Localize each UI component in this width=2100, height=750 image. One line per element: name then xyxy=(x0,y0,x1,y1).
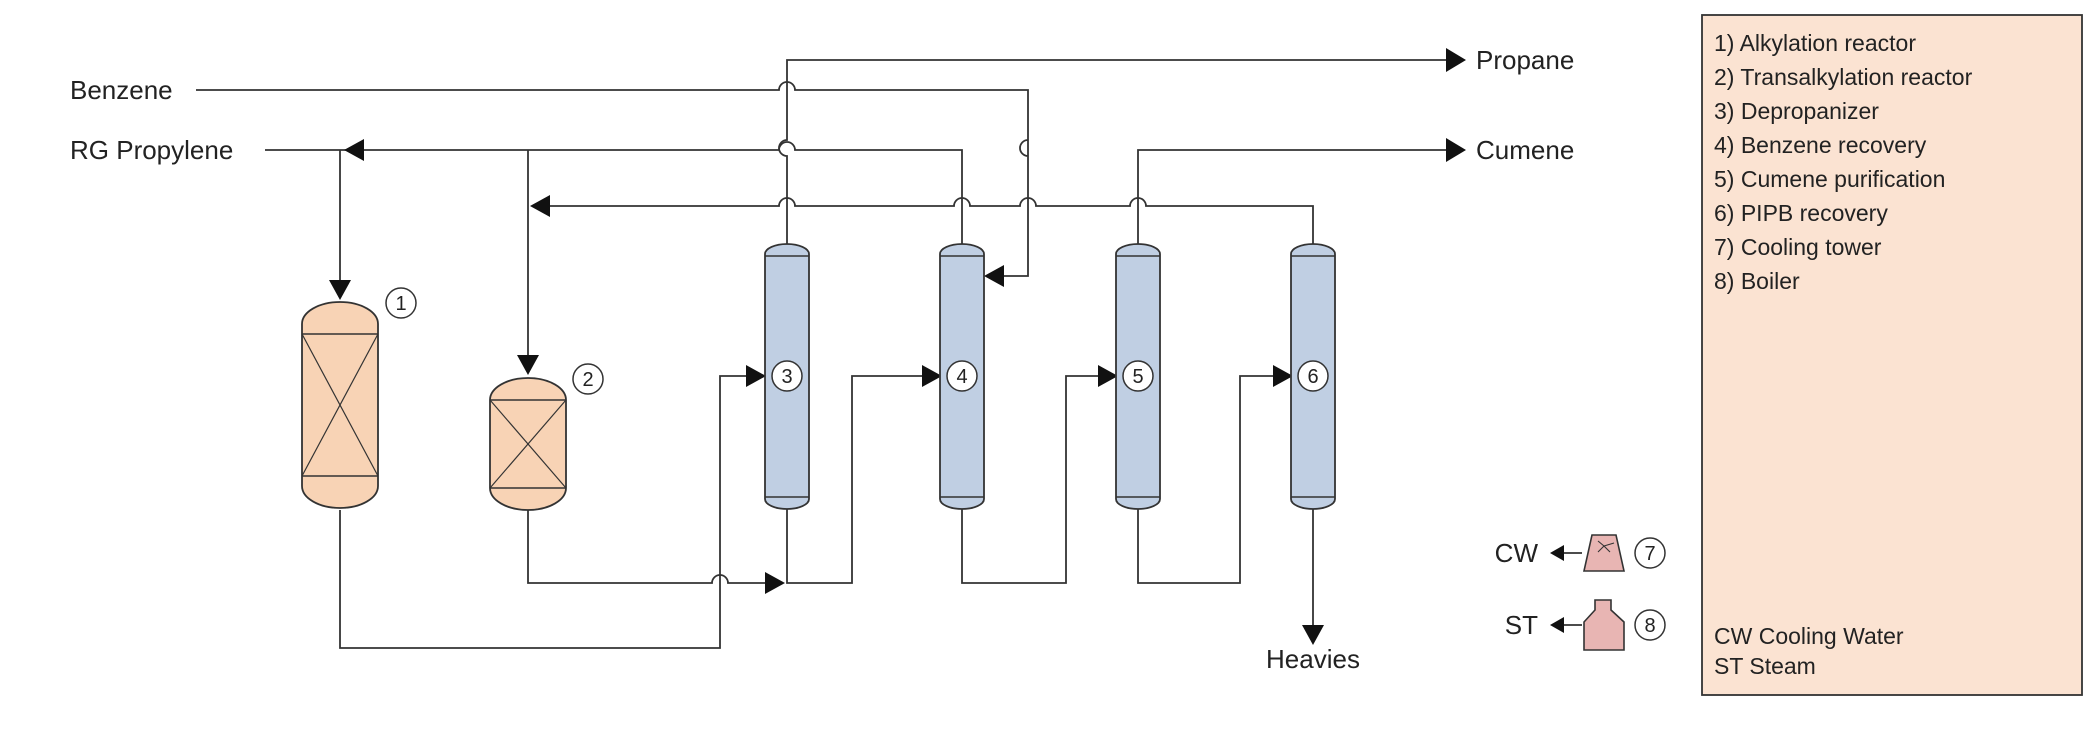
arrow-benzene-to-column-4 xyxy=(984,265,1004,287)
legend-item: 8) Boiler xyxy=(1714,268,1800,294)
arrow-heavies xyxy=(1302,625,1324,645)
reactor-1-cross-b xyxy=(302,333,378,477)
unit-number-3: 3 xyxy=(781,366,792,388)
unit-badge-2 xyxy=(572,363,604,395)
pipe-column-4-to-column-5 xyxy=(961,375,1100,584)
unit-badge-7 xyxy=(1634,537,1666,569)
legend-item: 2) Transalkylation reactor xyxy=(1714,64,1973,90)
arrow-to-reactor-1 xyxy=(329,280,351,300)
cooling-tower-icon xyxy=(1583,534,1625,572)
legend-item: 1) Alkylation reactor xyxy=(1714,30,1916,56)
unit-badge-6 xyxy=(1297,360,1329,392)
arrow-rg-propylene-header xyxy=(344,139,364,161)
arrow-recycle xyxy=(530,195,550,217)
pipe-reactor-2-to-column-3 xyxy=(527,510,765,584)
pipe-cumene xyxy=(1137,149,1448,248)
arrow-st xyxy=(1550,617,1564,633)
pipe-recycle xyxy=(548,197,1314,248)
label-cumene: Cumene xyxy=(1476,135,1574,165)
reactor-2-transalkylation: 2 xyxy=(489,363,604,511)
boiler-icon xyxy=(1583,599,1625,651)
cooling-tower-unit-7: 7 xyxy=(1583,534,1666,572)
unit-number-5: 5 xyxy=(1132,366,1143,388)
column-3-depropanizer: 3 xyxy=(764,243,810,510)
legend-item: 7) Cooling tower xyxy=(1714,234,1882,260)
pipe-rg-propylene-feed xyxy=(265,141,963,248)
pipe-network xyxy=(196,59,1582,649)
arrow-cumene xyxy=(1446,138,1466,162)
pipe-reactor-1-to-column-3 xyxy=(339,375,748,649)
unit-badge-3 xyxy=(771,360,803,392)
reactor-1-alkylation: 1 xyxy=(301,287,417,509)
label-cw: CW xyxy=(1495,538,1539,568)
stream-labels: Benzene RG Propylene Propane Cumene Heav… xyxy=(70,45,1574,674)
arrow-reactor-2-to-column-3 xyxy=(765,572,785,594)
legend-item: 5) Cumene purification xyxy=(1714,166,1945,192)
legend-item: 3) Depropanizer xyxy=(1714,98,1879,124)
arrow-feed-column-4 xyxy=(922,365,942,387)
arrow-feed-column-3 xyxy=(746,365,766,387)
legend-abbreviation-cw: CW Cooling Water xyxy=(1714,623,1904,649)
unit-badge-4 xyxy=(946,360,978,392)
unit-badge-5 xyxy=(1122,360,1154,392)
unit-number-8: 8 xyxy=(1644,615,1655,637)
legend-box xyxy=(1701,14,2083,696)
cooling-tower-fan-icon xyxy=(1597,540,1615,553)
arrow-feed-column-5 xyxy=(1098,365,1118,387)
label-rg-propylene: RG Propylene xyxy=(70,135,233,165)
pipe-column-3-to-column-4 xyxy=(786,375,924,584)
flow-arrows xyxy=(329,48,1564,645)
pipe-benzene-feed xyxy=(196,81,1029,277)
unit-number-6: 6 xyxy=(1307,366,1318,388)
arrow-cw xyxy=(1550,545,1564,561)
pipe-propane xyxy=(778,59,1448,248)
arrow-propane xyxy=(1446,48,1466,72)
column-4-benzene-recovery: 4 xyxy=(939,243,985,510)
label-propane: Propane xyxy=(1476,45,1574,75)
boiler-unit-8: 8 xyxy=(1583,599,1666,651)
unit-number-1: 1 xyxy=(395,293,406,315)
unit-badge-8 xyxy=(1634,609,1666,641)
arrow-to-reactor-2 xyxy=(517,355,539,375)
unit-number-4: 4 xyxy=(956,366,967,388)
legend-abbreviation-st: ST Steam xyxy=(1714,653,1816,679)
column-5-cumene-purification: 5 xyxy=(1115,243,1161,510)
legend-item: 4) Benzene recovery xyxy=(1714,132,1927,158)
label-st: ST xyxy=(1505,610,1538,640)
column-6-pipb-recovery: 6 xyxy=(1290,243,1336,510)
unit-badge-1 xyxy=(385,287,417,319)
reactor-2-cross-b xyxy=(490,399,566,489)
unit-number-2: 2 xyxy=(582,369,593,391)
pipe-column-5-to-column-6 xyxy=(1137,375,1275,584)
arrow-feed-column-6 xyxy=(1273,365,1293,387)
unit-number-7: 7 xyxy=(1644,543,1655,565)
label-heavies: Heavies xyxy=(1266,644,1360,674)
legend-panel: 1) Alkylation reactor 2) Transalkylation… xyxy=(1701,14,2083,696)
legend-item: 6) PIPB recovery xyxy=(1714,200,1888,226)
label-benzene: Benzene xyxy=(70,75,173,105)
